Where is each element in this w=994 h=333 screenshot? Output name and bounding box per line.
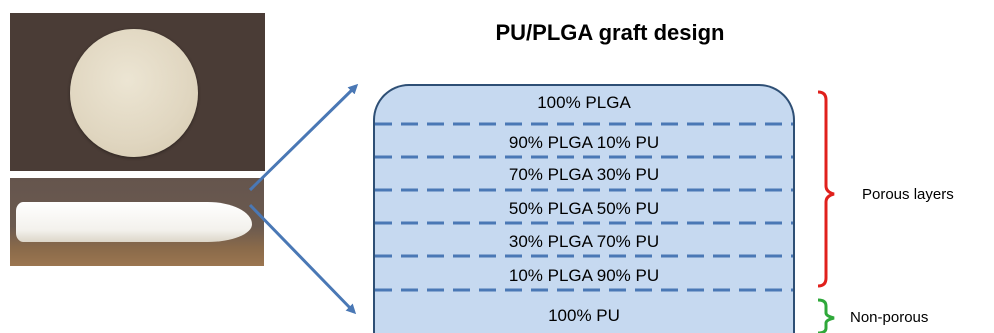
graft-disc-top-view: [70, 29, 198, 157]
graft-disc-side-view: [16, 202, 252, 242]
layer-label-7: 100% PU: [548, 306, 620, 325]
side-view-photo: [10, 178, 264, 266]
layer-label-5: 30% PLGA 70% PU: [508, 232, 660, 251]
layer-label-6: 10% PLGA 90% PU: [508, 266, 660, 285]
layer-label-4: 50% PLGA 50% PU: [508, 199, 660, 218]
layer-label-2: 90% PLGA 10% PU: [508, 133, 660, 152]
layer-label-3: 70% PLGA 30% PU: [508, 165, 660, 184]
arrow-to-bottom-layer: [248, 203, 357, 315]
arrow-to-top-layer: [248, 83, 359, 192]
diagram-title: PU/PLGA graft design: [495, 20, 725, 45]
layer-label-1: 100% PLGA: [537, 93, 631, 112]
porous-bracket: [817, 90, 835, 288]
porous-layers-label: Porous layers: [862, 186, 954, 203]
non-porous-bracket: [817, 298, 835, 333]
non-porous-label: Non-porous: [850, 309, 929, 326]
top-view-photo: [10, 13, 265, 171]
